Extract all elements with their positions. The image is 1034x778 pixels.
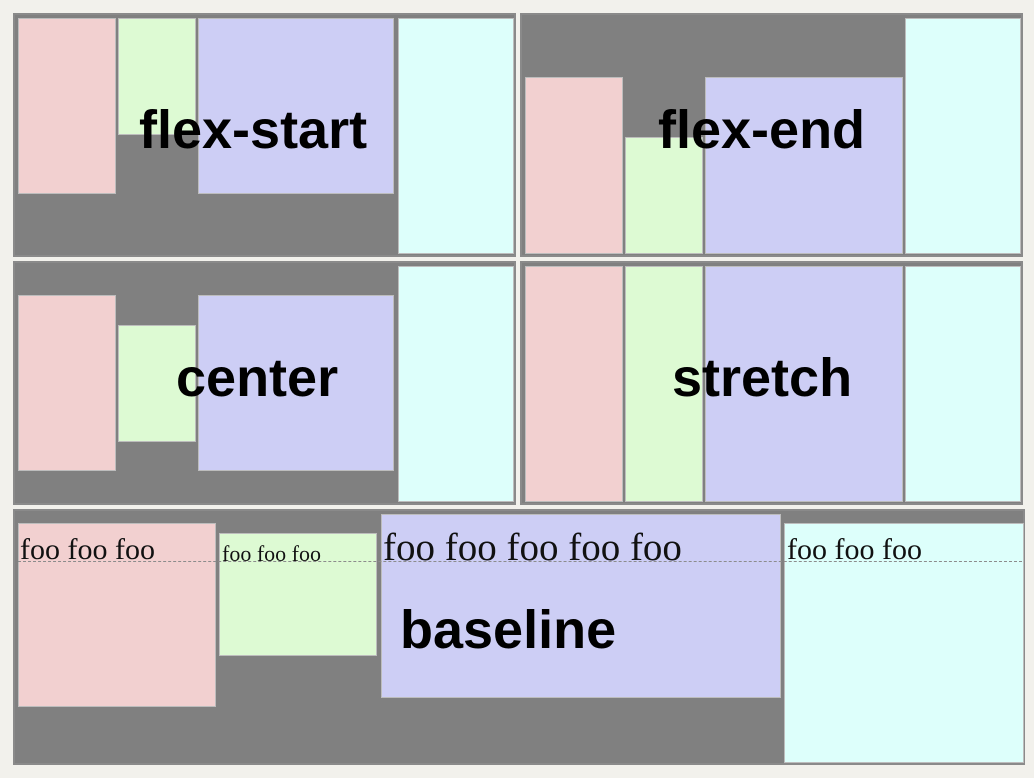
panel-label: center <box>176 348 339 408</box>
item-red <box>18 295 116 471</box>
item-cyan <box>398 266 514 502</box>
item-red <box>525 266 623 502</box>
item-blue <box>198 18 394 194</box>
item-red <box>525 77 623 254</box>
item-red <box>18 523 216 707</box>
panel-label: stretch <box>672 348 853 408</box>
item-blue <box>381 514 781 698</box>
baseline-text: foo foo foo <box>222 541 321 566</box>
panel-center: center <box>13 261 516 505</box>
baseline-text: foo foo foo <box>787 533 922 566</box>
item-blue <box>705 266 903 502</box>
panel-label: flex-end <box>658 100 866 160</box>
item-green <box>118 18 196 135</box>
item-green <box>118 325 196 442</box>
item-green <box>625 137 703 254</box>
panel-label: baseline <box>400 600 617 660</box>
item-green <box>625 266 703 502</box>
item-cyan <box>398 18 514 254</box>
baseline-text: foo foo foo <box>20 533 155 566</box>
panel-flex-start: flex-start <box>13 13 516 257</box>
item-blue <box>198 295 394 471</box>
panel-baseline: foo foo foo foo foo foo foo foo foo foo … <box>13 509 1025 765</box>
item-green <box>219 533 377 656</box>
item-cyan <box>905 18 1021 254</box>
panel-label: flex-start <box>139 100 368 160</box>
item-red <box>18 18 116 194</box>
item-blue <box>705 77 903 254</box>
item-cyan <box>905 266 1021 502</box>
baseline-guide-line <box>18 561 1022 562</box>
panel-stretch: stretch <box>520 261 1023 505</box>
baseline-text: foo foo foo foo foo <box>383 526 682 569</box>
panel-flex-end: flex-end <box>520 13 1023 257</box>
item-cyan <box>784 523 1024 763</box>
